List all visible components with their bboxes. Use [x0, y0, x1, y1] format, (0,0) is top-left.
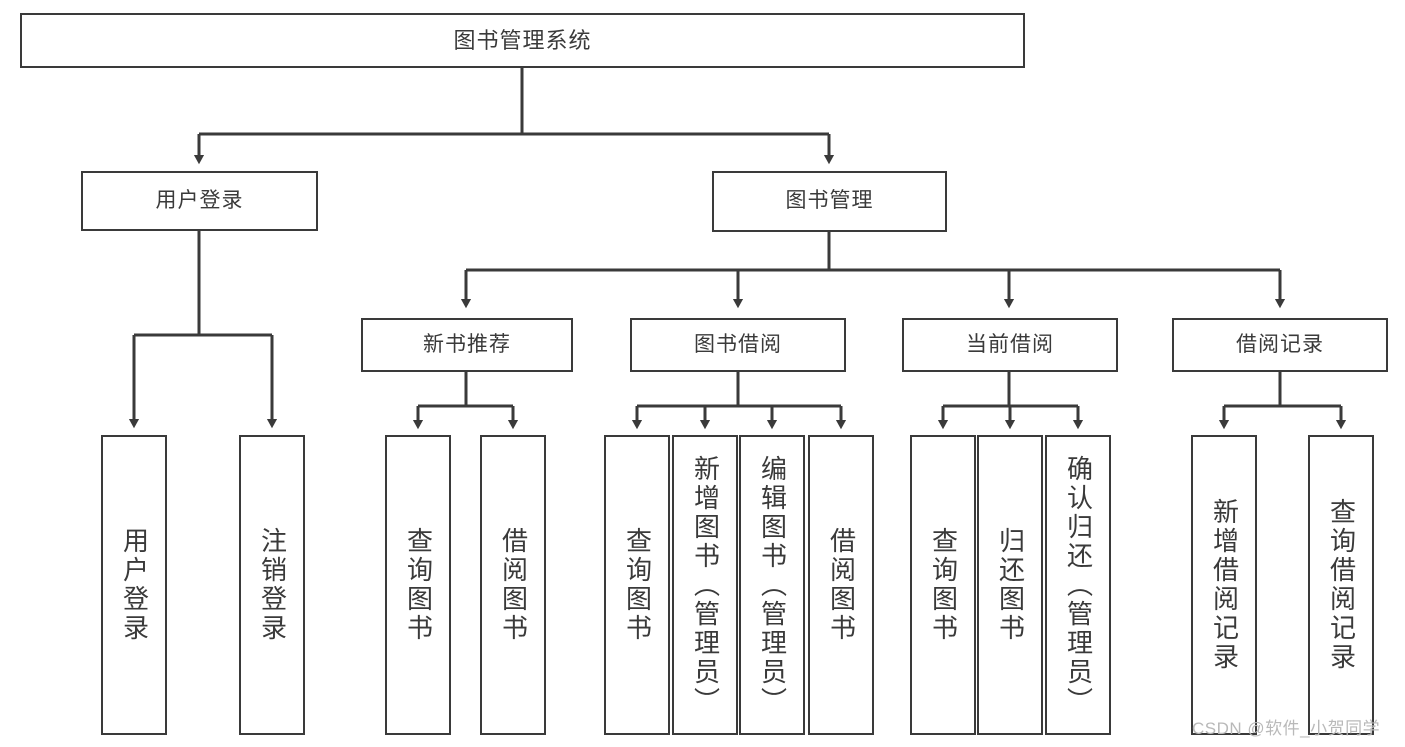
node-label: 新增借阅记录 [1209, 498, 1240, 672]
node-label: 图书借阅 [694, 332, 782, 356]
node-label: 用户登录 [155, 188, 244, 212]
leaf-logout-login[interactable]: 注销登录 [239, 435, 305, 735]
leaf-add-borrow-record[interactable]: 新增借阅记录 [1191, 435, 1257, 735]
node-label: 查询图书 [403, 527, 434, 643]
leaf-query-book-1[interactable]: 查询图书 [385, 435, 451, 735]
node-new-book-recommend[interactable]: 新书推荐 [361, 318, 573, 372]
leaf-borrow-book-1[interactable]: 借阅图书 [480, 435, 546, 735]
node-user-login[interactable]: 用户登录 [81, 171, 318, 231]
leaf-borrow-book-2[interactable]: 借阅图书 [808, 435, 874, 735]
node-label: 借阅图书 [498, 527, 529, 643]
node-label: 归还图书 [995, 527, 1026, 643]
node-label: 确认归还（管理员） [1063, 454, 1094, 716]
leaf-return-book[interactable]: 归还图书 [977, 435, 1043, 735]
node-label: 查询借阅记录 [1326, 498, 1357, 672]
node-label: 用户登录 [119, 527, 150, 643]
node-label: 查询图书 [622, 527, 653, 643]
node-label: 注销登录 [257, 527, 288, 643]
node-borrow-record[interactable]: 借阅记录 [1172, 318, 1388, 372]
leaf-edit-book[interactable]: 编辑图书（管理员） [739, 435, 805, 735]
node-label: 借阅记录 [1236, 332, 1324, 356]
node-label: 图书管理系统 [453, 27, 592, 53]
node-current-borrow[interactable]: 当前借阅 [902, 318, 1118, 372]
leaf-query-borrow-record[interactable]: 查询借阅记录 [1308, 435, 1374, 735]
leaf-confirm-return[interactable]: 确认归还（管理员） [1045, 435, 1111, 735]
node-label: 借阅图书 [826, 527, 857, 643]
leaf-user-login[interactable]: 用户登录 [101, 435, 167, 735]
leaf-query-book-3[interactable]: 查询图书 [910, 435, 976, 735]
node-label: 新书推荐 [423, 332, 511, 356]
node-book-management[interactable]: 图书管理 [712, 171, 947, 232]
node-book-borrow[interactable]: 图书借阅 [630, 318, 846, 372]
node-book-management-system[interactable]: 图书管理系统 [20, 13, 1025, 68]
node-label: 新增图书（管理员） [690, 454, 721, 716]
node-label: 当前借阅 [966, 332, 1054, 356]
node-label: 图书管理 [785, 189, 874, 213]
node-label: 编辑图书（管理员） [757, 454, 788, 716]
node-label: 查询图书 [928, 527, 959, 643]
leaf-add-book[interactable]: 新增图书（管理员） [672, 435, 738, 735]
leaf-query-book-2[interactable]: 查询图书 [604, 435, 670, 735]
